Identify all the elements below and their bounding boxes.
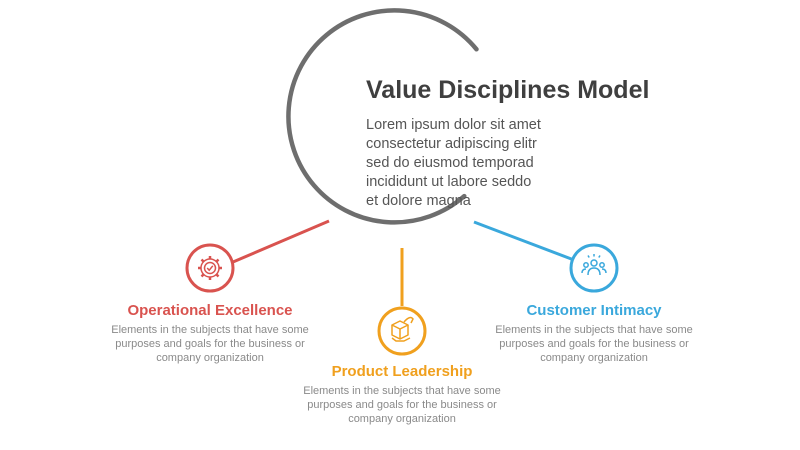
desc-line: Elements in the subjects that have some — [111, 324, 309, 336]
operational-excellence-label: Operational Excellence — [127, 302, 293, 319]
body-line: incididunt ut labore seddo — [366, 174, 532, 190]
body-line: consectetur adipiscing elitr — [366, 136, 537, 152]
body-line: sed do eiusmod temporad — [366, 155, 534, 171]
desc-line: purposes and goals for the business or — [115, 338, 305, 350]
body-line: et dolore magna — [366, 193, 471, 209]
diagram-title: Value Disciplines Model — [366, 76, 650, 104]
body-line: Lorem ipsum dolor sit amet — [366, 117, 541, 133]
main-body-text: Lorem ipsum dolor sit amet consectetur a… — [366, 116, 606, 211]
node-operational — [185, 243, 235, 293]
connector-customer — [473, 220, 575, 262]
desc-line: purposes and goals for the business or — [307, 399, 497, 411]
main-circle-arc — [286, 8, 479, 225]
people-group-icon — [581, 254, 607, 276]
desc-line: company organization — [348, 413, 456, 425]
customer-intimacy-label: Customer Intimacy — [526, 302, 662, 319]
node-product — [377, 306, 427, 356]
desc-line: company organization — [540, 352, 648, 364]
gear-check-icon — [198, 256, 222, 280]
product-leadership-label: Product Leadership — [331, 363, 473, 380]
box-hand-icon — [391, 316, 414, 342]
customer-intimacy-description: Elements in the subjects that have some … — [474, 323, 714, 365]
connector-operational — [232, 219, 330, 264]
desc-line: Elements in the subjects that have some — [303, 385, 501, 397]
operational-excellence-description: Elements in the subjects that have some … — [90, 323, 330, 365]
desc-line: Elements in the subjects that have some — [495, 324, 693, 336]
desc-line: purposes and goals for the business or — [499, 338, 689, 350]
desc-line: company organization — [156, 352, 264, 364]
product-leadership-description: Elements in the subjects that have some … — [282, 384, 522, 426]
